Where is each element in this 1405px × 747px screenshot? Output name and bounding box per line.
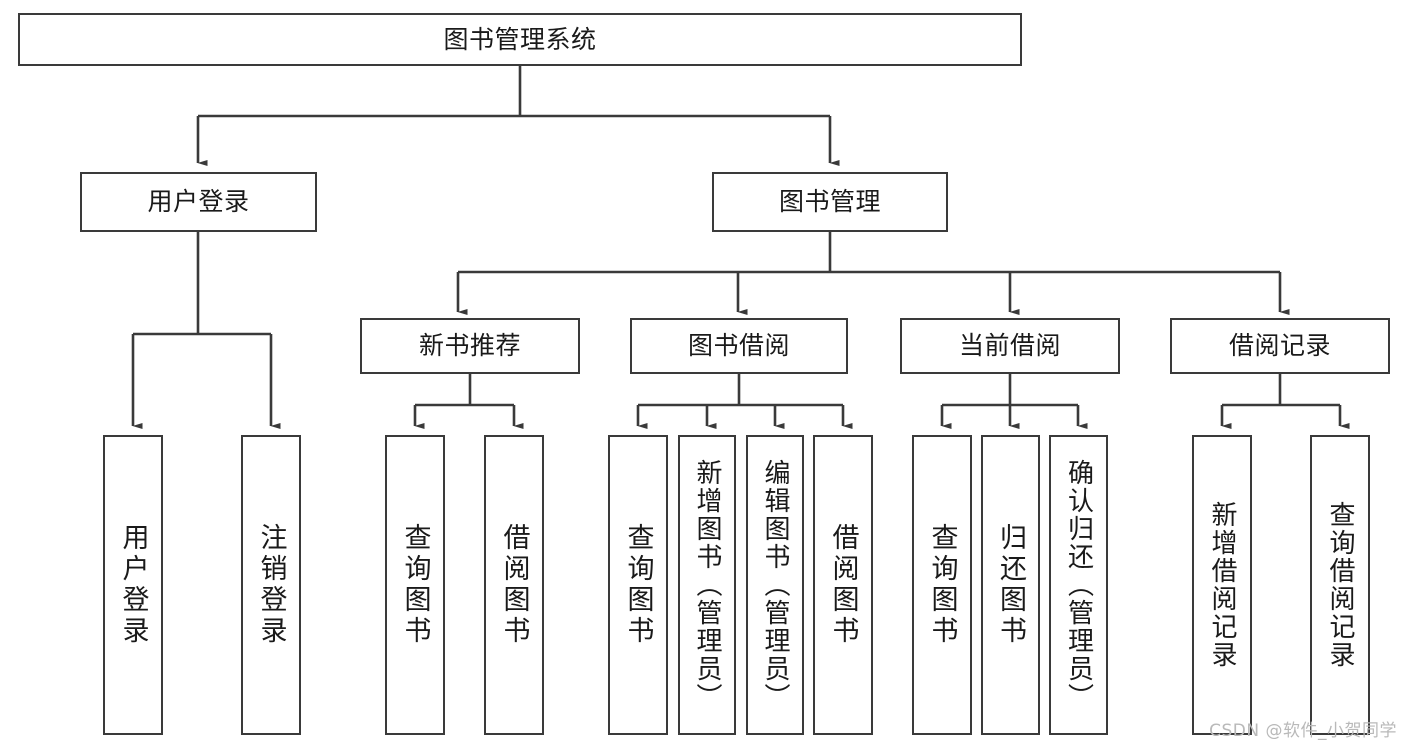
node-label: 用户登录 (147, 187, 250, 216)
node-label: 借阅图书 (827, 523, 859, 647)
node-label: 查询借阅记录 (1325, 501, 1355, 669)
leaf-return-book[interactable]: 归还图书 (981, 435, 1040, 735)
node-root-system[interactable]: 图书管理系统 (18, 13, 1022, 66)
node-label: 注销登录 (255, 523, 287, 647)
csdn-watermark: CSDN @软件_小贺同学 (1209, 721, 1397, 741)
leaf-user-login[interactable]: 用户登录 (103, 435, 163, 735)
node-label: 查询图书 (622, 523, 654, 647)
leaf-borrow-book-recommend[interactable]: 借阅图书 (484, 435, 544, 735)
node-label: 当前借阅 (958, 331, 1061, 360)
node-label: 查询图书 (399, 523, 431, 647)
node-user-login[interactable]: 用户登录 (80, 172, 317, 232)
node-label: 归还图书 (995, 523, 1026, 647)
leaf-query-book-borrow[interactable]: 查询图书 (608, 435, 668, 735)
leaf-logout[interactable]: 注销登录 (241, 435, 301, 735)
leaf-query-book-recommend[interactable]: 查询图书 (385, 435, 445, 735)
node-borrow-record[interactable]: 借阅记录 (1170, 318, 1390, 374)
leaf-confirm-return-admin[interactable]: 确认归还（管理员） (1049, 435, 1108, 735)
node-label: 查询图书 (926, 523, 958, 647)
leaf-query-book-current[interactable]: 查询图书 (912, 435, 972, 735)
node-label: 新增借阅记录 (1207, 501, 1237, 669)
node-book-borrow[interactable]: 图书借阅 (630, 318, 848, 374)
node-label: 图书借阅 (687, 331, 790, 360)
leaf-borrow-book[interactable]: 借阅图书 (813, 435, 873, 735)
node-label: 新增图书（管理员） (692, 459, 722, 711)
node-book-management[interactable]: 图书管理 (712, 172, 948, 232)
leaf-query-borrow-record[interactable]: 查询借阅记录 (1310, 435, 1370, 735)
leaf-add-borrow-record[interactable]: 新增借阅记录 (1192, 435, 1252, 735)
node-label: 确认归还（管理员） (1063, 459, 1094, 711)
node-label: 新书推荐 (418, 331, 521, 360)
node-label: 借阅记录 (1228, 331, 1331, 360)
leaf-edit-book-admin[interactable]: 编辑图书（管理员） (746, 435, 804, 735)
node-new-book-recommend[interactable]: 新书推荐 (360, 318, 580, 374)
node-label: 图书管理系统 (443, 24, 597, 54)
node-label: 用户登录 (117, 523, 149, 647)
leaf-add-book-admin[interactable]: 新增图书（管理员） (678, 435, 736, 735)
node-current-borrow[interactable]: 当前借阅 (900, 318, 1120, 374)
node-label: 编辑图书（管理员） (760, 459, 790, 711)
node-label: 图书管理 (778, 187, 881, 216)
node-label: 借阅图书 (498, 523, 530, 647)
